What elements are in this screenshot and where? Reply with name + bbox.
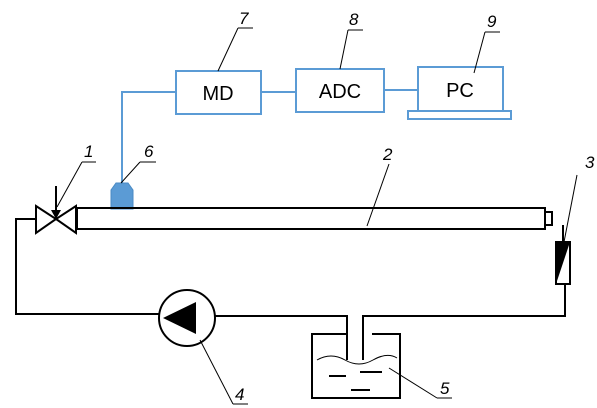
sensor-md-link [121,91,176,183]
pipe-end-cap [544,211,553,226]
leader-1 [56,161,83,208]
label-5: 5 [440,379,450,398]
element-3 [555,241,571,285]
leader-7 [217,27,239,72]
leader-3 [563,174,578,243]
hydraulic-loop [15,218,566,360]
leader-9 [473,31,486,74]
adc-label: ADC [319,81,361,103]
label-8: 8 [349,10,359,29]
leader-2 [366,163,390,227]
valve-1 [35,186,77,235]
leader-6 [120,161,141,184]
md-label: MD [202,83,233,105]
leader-8 [339,29,349,70]
label-7: 7 [239,9,249,28]
label-3: 3 [585,153,595,172]
label-2: 2 [382,145,393,164]
pc-label: PC [446,80,474,102]
sensor-6 [110,182,134,210]
label-1: 1 [84,142,93,161]
leader-4 [199,339,234,405]
leader-5 [388,367,438,399]
tank-5 [311,333,401,399]
pipe-2 [76,207,546,230]
label-4: 4 [235,385,244,404]
label-6: 6 [144,142,154,161]
pump-4 [158,289,216,347]
label-9: 9 [487,12,497,31]
